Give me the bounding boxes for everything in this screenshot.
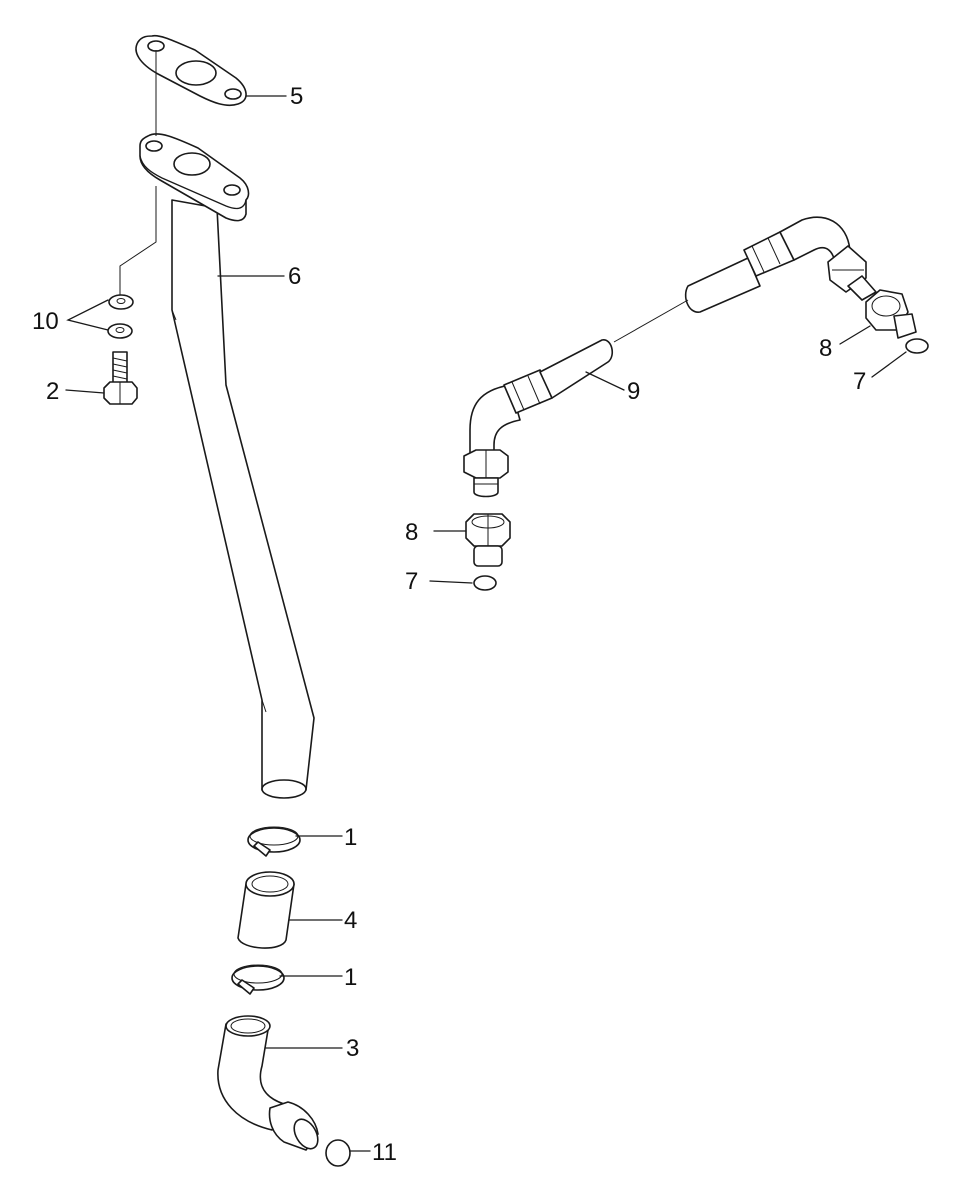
- oil-pipe-part: [139, 133, 315, 799]
- leader-lines: [65, 95, 907, 1152]
- callout-label: 8: [819, 335, 832, 362]
- elbow-pipe-part: [217, 1015, 319, 1151]
- callout-label: 9: [627, 378, 640, 405]
- o-ring-part: [905, 338, 929, 354]
- assembly-line: [119, 186, 157, 296]
- callout-label: 3: [346, 1035, 359, 1062]
- washer-part: [107, 294, 134, 339]
- hose-clamp-part: [231, 964, 285, 995]
- union-part: [465, 513, 511, 567]
- callout-label: 1: [344, 824, 357, 851]
- callout-label: 7: [853, 368, 866, 395]
- hose-assembly-part: [463, 216, 877, 498]
- callout-label: 5: [290, 83, 303, 110]
- callout-label: 1: [344, 964, 357, 991]
- callout-label: 6: [288, 263, 301, 290]
- callout-label: 11: [372, 1139, 397, 1166]
- callout-label: 2: [46, 378, 59, 405]
- callout-label: 4: [344, 907, 357, 934]
- o-ring-part: [325, 1139, 351, 1167]
- assembly-line: [613, 299, 689, 343]
- rubber-hose-part: [237, 871, 295, 949]
- callout-label: 10: [32, 308, 59, 335]
- gasket-part: [135, 34, 247, 107]
- callout-label: 8: [405, 519, 418, 546]
- bolt-part: [103, 351, 138, 405]
- o-ring-part: [473, 575, 497, 591]
- hose-clamp-part: [247, 826, 301, 857]
- union-part: [865, 289, 917, 339]
- callout-label: 7: [405, 568, 418, 595]
